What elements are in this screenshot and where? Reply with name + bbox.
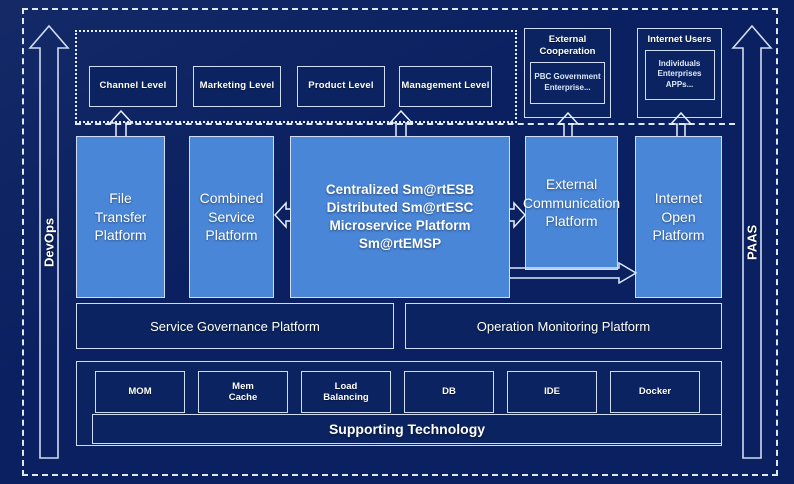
level-label: Product Level [308,80,374,92]
bar-operation-monitoring[interactable]: Operation Monitoring Platform [405,303,722,349]
external-cooperation-group[interactable]: External Cooperation PBC Government Ente… [524,28,611,118]
level-label: Management Level [401,80,490,92]
bar-label: Operation Monitoring Platform [476,318,651,334]
up-arrow-icon [28,24,70,459]
internet-users-group[interactable]: Internet Users Individuals Enterprises A… [637,28,722,118]
arrow-up-file-transfer-to-levels [108,110,134,140]
internet-users-members: Individuals Enterprises APPs... [644,49,715,100]
paas-rail: PAAS [731,22,773,462]
arrow-up-center-platform-to-levels [388,110,414,140]
tech-label: MOM [128,386,152,398]
tech-label: DB [442,386,456,398]
business-levels-group [75,30,517,123]
level-box-management[interactable]: Management Level [399,66,492,107]
external-cooperation-members: PBC Government Enterprise... [530,61,605,104]
supporting-technology-label: Supporting Technology [328,421,486,437]
level-box-marketing[interactable]: Marketing Level [193,66,281,107]
tech-box-docker[interactable]: Docker [610,371,700,413]
up-arrow-icon [731,24,773,459]
supporting-technology-bar[interactable]: Supporting Technology [92,414,722,444]
tech-box-mom[interactable]: MOM [95,371,185,413]
outer-boundary-frame [22,8,778,476]
paas-label: PAAS [744,224,760,260]
devops-rail: DevOps [28,22,70,462]
devops-label: DevOps [41,217,57,267]
platform-label: Centralized Sm@rtESB Distributed Sm@rtES… [325,181,475,252]
internet-users-title: Internet Users [647,34,712,45]
arrow-right-center-to-external-comm [509,200,526,230]
level-label: Channel Level [99,80,167,92]
level-box-channel[interactable]: Channel Level [89,66,177,107]
bar-service-governance[interactable]: Service Governance Platform [76,303,394,349]
arrow-up-internet-open-to-internet-users [669,112,693,140]
tech-label: Docker [638,386,672,398]
external-cooperation-title: External Cooperation [539,34,596,57]
levels-platform-divider [75,123,735,125]
arrow-up-external-comm-to-cooperation [556,112,580,140]
platform-centralized-esb[interactable]: Centralized Sm@rtESB Distributed Sm@rtES… [290,136,510,298]
level-label: Marketing Level [199,80,275,92]
level-box-product[interactable]: Product Level [297,66,385,107]
tech-box-ide[interactable]: IDE [507,371,597,413]
tech-label: IDE [544,386,560,398]
arrow-left-center-to-combined-service [274,200,291,230]
bar-label: Service Governance Platform [150,318,320,334]
arrow-right-center-to-internet-open [509,262,637,284]
tech-box-db[interactable]: DB [404,371,494,413]
